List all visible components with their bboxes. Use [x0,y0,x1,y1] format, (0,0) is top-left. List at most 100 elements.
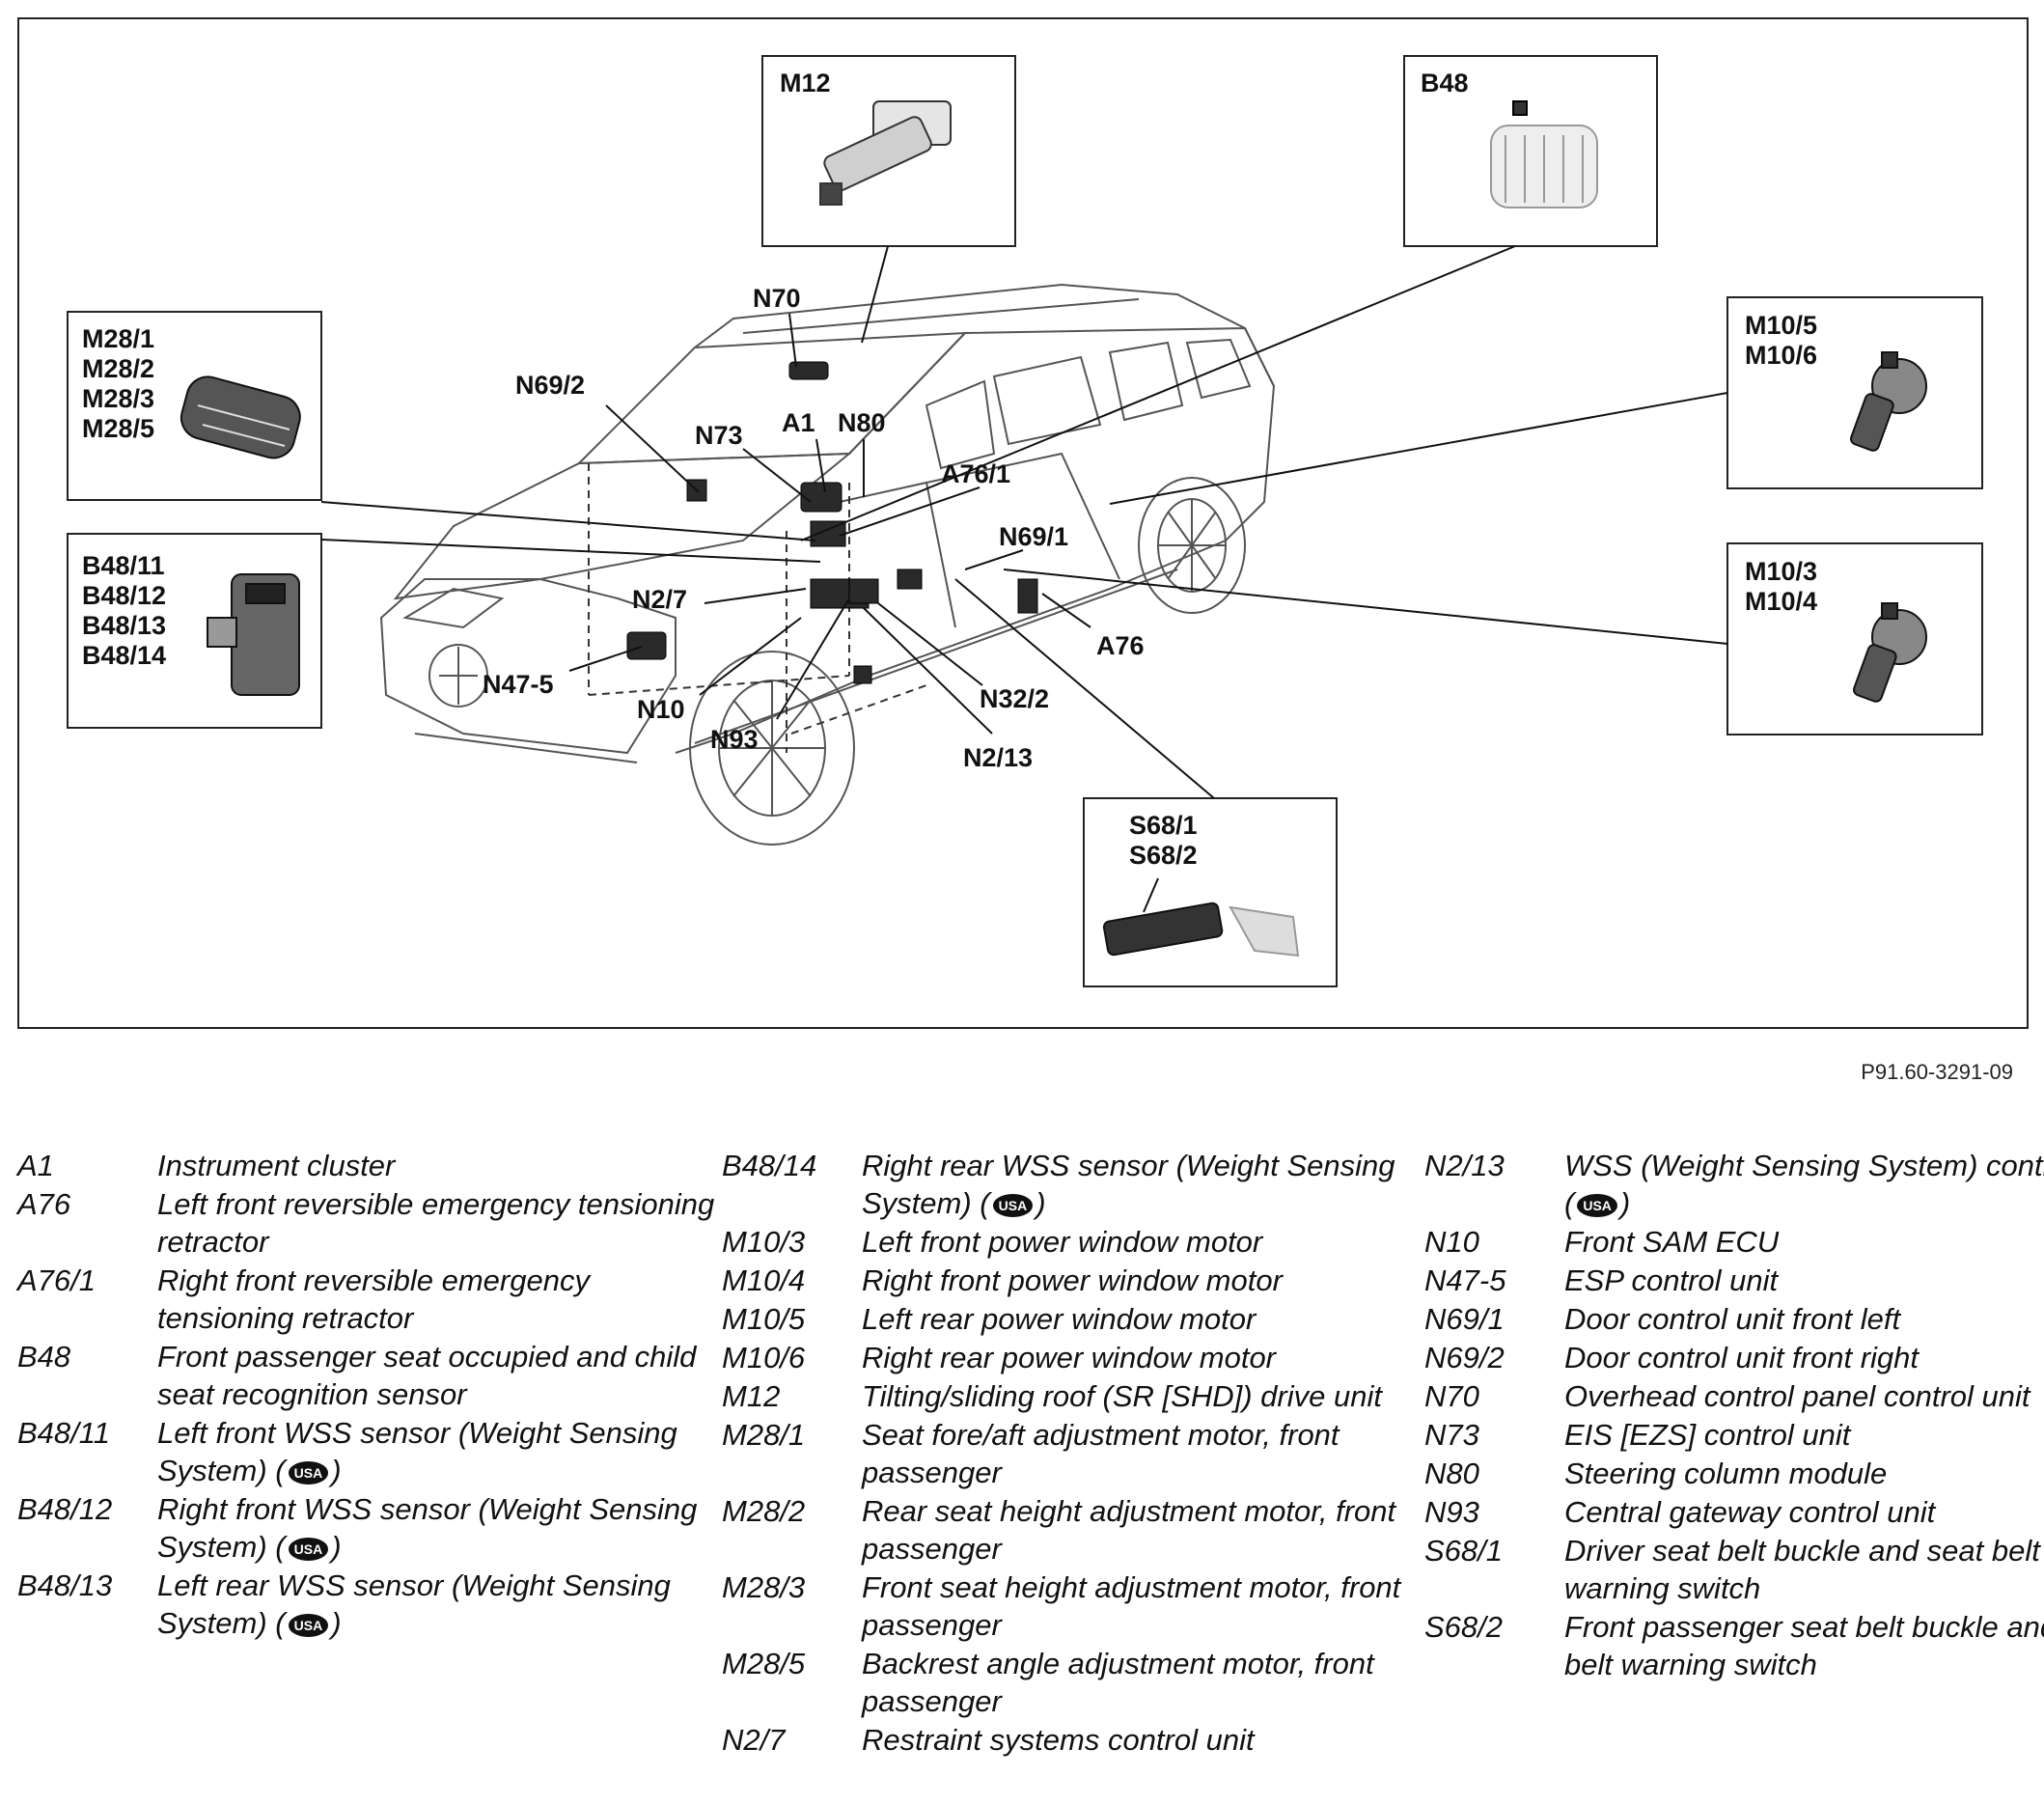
legend-code: M28/2 [722,1494,806,1528]
callout-n69-2: N69/2 [515,371,585,400]
inset-b48-13-label: B48/13 [82,611,166,640]
legend-description: Steering column module [1564,1457,1888,1490]
leader-lines [320,245,1728,799]
legend-description: ESP control unit [1564,1263,1779,1297]
seat-mat-sensor-icon [1490,100,1598,208]
legend-description: WSS (Weight Sensing System) control unit… [1564,1149,2044,1220]
legend-code: N2/7 [722,1723,786,1757]
inset-b48-11-label: B48/11 [82,551,165,580]
legend-column-3: N2/13 WSS (Weight Sensing System) control… [1424,1147,2044,1684]
legend-row: N2/13 WSS (Weight Sensing System) control… [1424,1147,2044,1222]
legend-code: A76 [17,1187,71,1221]
legend-description: Left rear WSS sensor (Weight Sensing Sys… [157,1568,671,1640]
callout-a76: A76 [1096,631,1145,660]
legend-row: A76/1 Right front reversible emergency te… [17,1262,727,1337]
legend-code: B48/14 [722,1149,817,1182]
legend-description: Overhead control panel control unit [1564,1379,2030,1413]
legend-code: M12 [722,1379,781,1413]
legend-description: Right rear power window motor [862,1341,1277,1374]
legend-description: Front SAM ECU [1564,1225,1780,1259]
legend-row: M10/3 Left front power window motor [722,1223,1431,1261]
legend-description: Front seat height adjustment motor, fron… [862,1570,1401,1642]
legend-description: Right front power window motor [862,1263,1283,1297]
inset-b48-12-label: B48/12 [82,581,166,610]
inset-b48: B48 [1403,55,1658,247]
seat-belt-buckle-icon [1102,877,1300,958]
usa-badge-icon: USA [992,1193,1034,1217]
callout-n70: N70 [753,284,801,313]
legend-row: N10 Front SAM ECU [1424,1223,2044,1261]
callout-n2-7: N2/7 [632,585,687,614]
wss-sensor-icon [207,573,300,696]
legend-description: Right rear WSS sensor (Weight Sensing Sy… [862,1149,1395,1220]
legend-description: Central gateway control unit [1564,1495,1936,1529]
legend-code: N10 [1424,1225,1479,1259]
inset-m10-6-label: M10/6 [1745,341,1817,370]
seat-motor-icon [180,375,301,459]
legend-code: N69/1 [1424,1302,1505,1336]
legend-code: N69/2 [1424,1341,1505,1374]
legend-code: B48/13 [17,1568,113,1602]
inset-m28-label-4: M28/5 [82,414,154,443]
legend-code: B48 [17,1340,71,1374]
legend-description: Restraint systems control unit [862,1723,1255,1757]
legend-description: Instrument cluster [157,1149,396,1182]
inset-m28-label-3: M28/3 [82,384,154,413]
callout-n93: N93 [710,725,759,754]
legend-description: Right front reversible emergency tension… [157,1263,590,1335]
legend-code: M28/3 [722,1570,806,1604]
legend-description: Left front reversible emergency tensioni… [157,1187,715,1259]
usa-badge-icon: USA [288,1613,329,1637]
legend-row: M10/5 Left rear power window motor [722,1300,1431,1338]
callout-a76-1: A76/1 [941,459,1010,488]
legend-description: Left rear power window motor [862,1302,1257,1336]
legend-code: N47-5 [1424,1263,1506,1297]
inset-m28-label-1: M28/1 [82,324,154,353]
legend-code: M10/5 [722,1302,806,1336]
callout-n47-5: N47-5 [483,670,554,699]
inset-m10-5-label: M10/5 [1745,311,1817,340]
legend-code: M10/6 [722,1341,806,1374]
inset-b48-group: B48/11 B48/12 B48/13 B48/14 [67,533,322,729]
vehicle-outline [379,283,1276,846]
legend-description: Seat fore/aft adjustment motor, front pa… [862,1418,1340,1489]
legend-description: Left front power window motor [862,1225,1263,1259]
vehicle-component-diagram: M12 B48 M28/1 M28/2 M28/3 M28/5 B48/11 B… [67,55,1983,987]
legend-row: B48/13 Left rear WSS sensor (Weight Sensi… [17,1567,727,1642]
legend-code: M10/3 [722,1225,806,1259]
legend-description: Right front WSS sensor (Weight Sensing S… [157,1492,698,1564]
inset-m12: M12 [761,55,1016,247]
legend-row: B48/14 Right rear WSS sensor (Weight Sens… [722,1147,1431,1222]
legend-code: N80 [1424,1457,1479,1490]
legend-code: A76/1 [17,1263,97,1297]
legend-description: Left front WSS sensor (Weight Sensing Sy… [157,1416,677,1487]
inset-m12-label: M12 [780,69,831,97]
inset-m28-label-2: M28/2 [82,354,154,383]
legend-code: B48/11 [17,1416,110,1450]
callout-n69-1: N69/1 [999,522,1068,551]
legend-code: N2/13 [1424,1149,1505,1182]
usa-badge-icon: USA [288,1460,329,1485]
legend-row: A76 Left front reversible emergency tensi… [17,1185,727,1261]
inset-m10-front: M10/3 M10/4 [1726,542,1983,735]
legend-code: M10/4 [722,1263,806,1297]
legend-code: S68/2 [1424,1610,1504,1644]
legend-row: N2/7 Restraint systems control unit [722,1721,1431,1759]
legend-row: N80 Steering column module [1424,1455,2044,1492]
legend-row: M10/6 Right rear power window motor [722,1339,1431,1376]
usa-badge-icon: USA [1577,1193,1617,1217]
legend-description: Front passenger seat belt buckle and sea… [1564,1610,2044,1681]
roof-motor-icon [819,100,952,206]
